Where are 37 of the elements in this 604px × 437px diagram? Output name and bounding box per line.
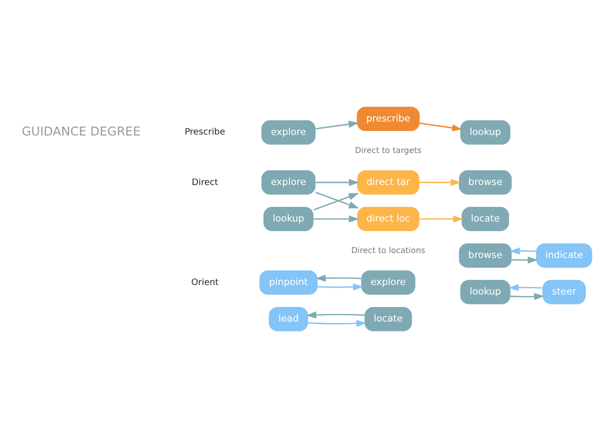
node-label: Direct to locations: [351, 244, 426, 254]
node-box: lookup: [460, 279, 510, 304]
label: GUIDANCE DEGREE: [22, 124, 141, 138]
arrow: [510, 292, 544, 300]
node-box: lookup: [460, 120, 510, 144]
node-box: prescribe: [356, 106, 420, 131]
arrow: [306, 310, 365, 318]
node-box: browse: [458, 242, 512, 268]
arrow: [318, 282, 364, 290]
arrow: [314, 214, 360, 222]
arrow: [316, 274, 362, 282]
node-box: direct tar: [357, 170, 420, 194]
arrow: [512, 256, 538, 264]
arrow: [316, 178, 360, 186]
node-box: explore: [261, 170, 316, 194]
arrow: [508, 283, 542, 291]
label: Direct: [192, 177, 218, 188]
node-box: explore: [261, 120, 316, 144]
label: Orient: [191, 277, 219, 288]
node-box: pinpoint: [259, 270, 318, 294]
node-box: steer: [542, 279, 586, 304]
node-box: lookup: [263, 206, 314, 231]
node-box: explore: [361, 270, 416, 294]
arrow: [420, 122, 462, 131]
node-box: direct loc: [357, 206, 420, 231]
node-box: browse: [458, 170, 512, 194]
arrow: [419, 214, 464, 222]
arrow: [308, 319, 367, 326]
label: Prescribe: [184, 127, 226, 138]
node-box: locate: [462, 206, 509, 231]
arrow: [510, 246, 536, 254]
arrow: [419, 178, 461, 186]
node-box: indicate: [536, 242, 592, 268]
arrow: [316, 120, 359, 129]
node-box: lead: [268, 306, 308, 331]
node-box: locate: [364, 306, 412, 331]
node-label: Direct to targets: [355, 144, 422, 154]
